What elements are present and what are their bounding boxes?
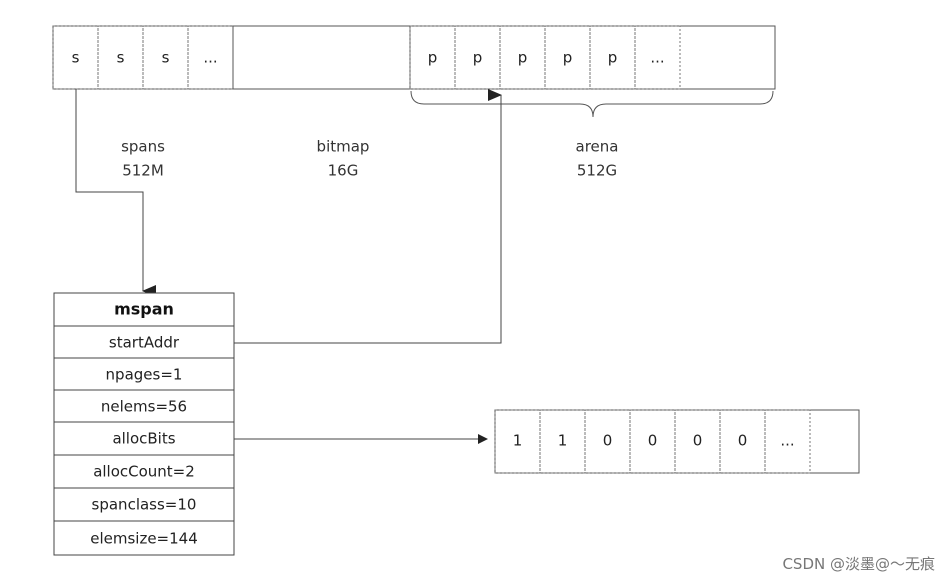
spans-size-label: 512M bbox=[122, 162, 164, 180]
bit-cell-value: 0 bbox=[603, 432, 613, 450]
spans-region: s s s ... bbox=[52, 25, 234, 90]
arena-region: p p p p p ... bbox=[409, 25, 776, 90]
mspan-struct: mspan startAddr npages=1 nelems=56 alloc… bbox=[53, 292, 235, 556]
bit-cell bbox=[764, 409, 811, 474]
mspan-field-nelems: nelems=56 bbox=[101, 398, 187, 416]
mspan-field-alloccount: allocCount=2 bbox=[93, 463, 195, 481]
span-to-mspan-arrow bbox=[75, 89, 156, 297]
span-cell-label: s bbox=[162, 49, 170, 67]
page-cell bbox=[634, 25, 681, 90]
mspan-header bbox=[53, 292, 235, 327]
mspan-field-row bbox=[53, 520, 235, 556]
mspan-field-row bbox=[53, 454, 235, 489]
mspan-field-startaddr: startAddr bbox=[109, 334, 180, 352]
bitmap-region bbox=[232, 25, 411, 90]
bit-cell-value: 1 bbox=[513, 432, 523, 450]
bit-cell-value: 1 bbox=[558, 432, 568, 450]
startaddr-to-page-arrow bbox=[234, 89, 502, 344]
page-cell-label: p bbox=[608, 49, 618, 67]
mspan-field-elemsize: elemsize=144 bbox=[90, 530, 198, 548]
bit-cell-value: 0 bbox=[693, 432, 703, 450]
span-cell-label: s bbox=[117, 49, 125, 67]
spans-cells: s s s ... bbox=[52, 25, 234, 90]
arena-size-label: 512G bbox=[577, 162, 617, 180]
page-cell-label: p bbox=[518, 49, 528, 67]
page-cell-label: ... bbox=[650, 49, 664, 67]
page-cell-label: p bbox=[473, 49, 483, 67]
mspan-field-allocbits: allocBits bbox=[112, 430, 175, 448]
alloc-bits-border bbox=[494, 409, 860, 474]
bitmap-size-label: 16G bbox=[328, 162, 359, 180]
mspan-field-spanclass: spanclass=10 bbox=[92, 496, 197, 514]
spans-name-label: spans bbox=[121, 138, 165, 156]
span-cell-label: s bbox=[72, 49, 80, 67]
arena-region-border bbox=[409, 25, 776, 90]
mspan-field-row bbox=[53, 389, 235, 423]
bit-cell-value: 0 bbox=[648, 432, 658, 450]
bitmap-name-label: bitmap bbox=[317, 138, 370, 156]
arena-brace bbox=[410, 90, 774, 118]
mspan-title: mspan bbox=[114, 300, 174, 319]
bit-cell-value: 0 bbox=[738, 432, 748, 450]
mspan-field-npages: npages=1 bbox=[106, 366, 183, 384]
bit-cell-value: ... bbox=[780, 432, 794, 450]
watermark: CSDN @淡墨@～无痕 bbox=[782, 555, 935, 573]
mspan-field-row bbox=[53, 487, 235, 522]
mspan-field-row bbox=[53, 357, 235, 391]
page-cell-label: p bbox=[428, 49, 438, 67]
alloc-bits-array: 1 1 0 0 0 0 ... bbox=[494, 409, 860, 474]
arena-name-label: arena bbox=[576, 138, 619, 156]
span-cell-label: ... bbox=[203, 49, 217, 67]
page-cell-label: p bbox=[563, 49, 573, 67]
